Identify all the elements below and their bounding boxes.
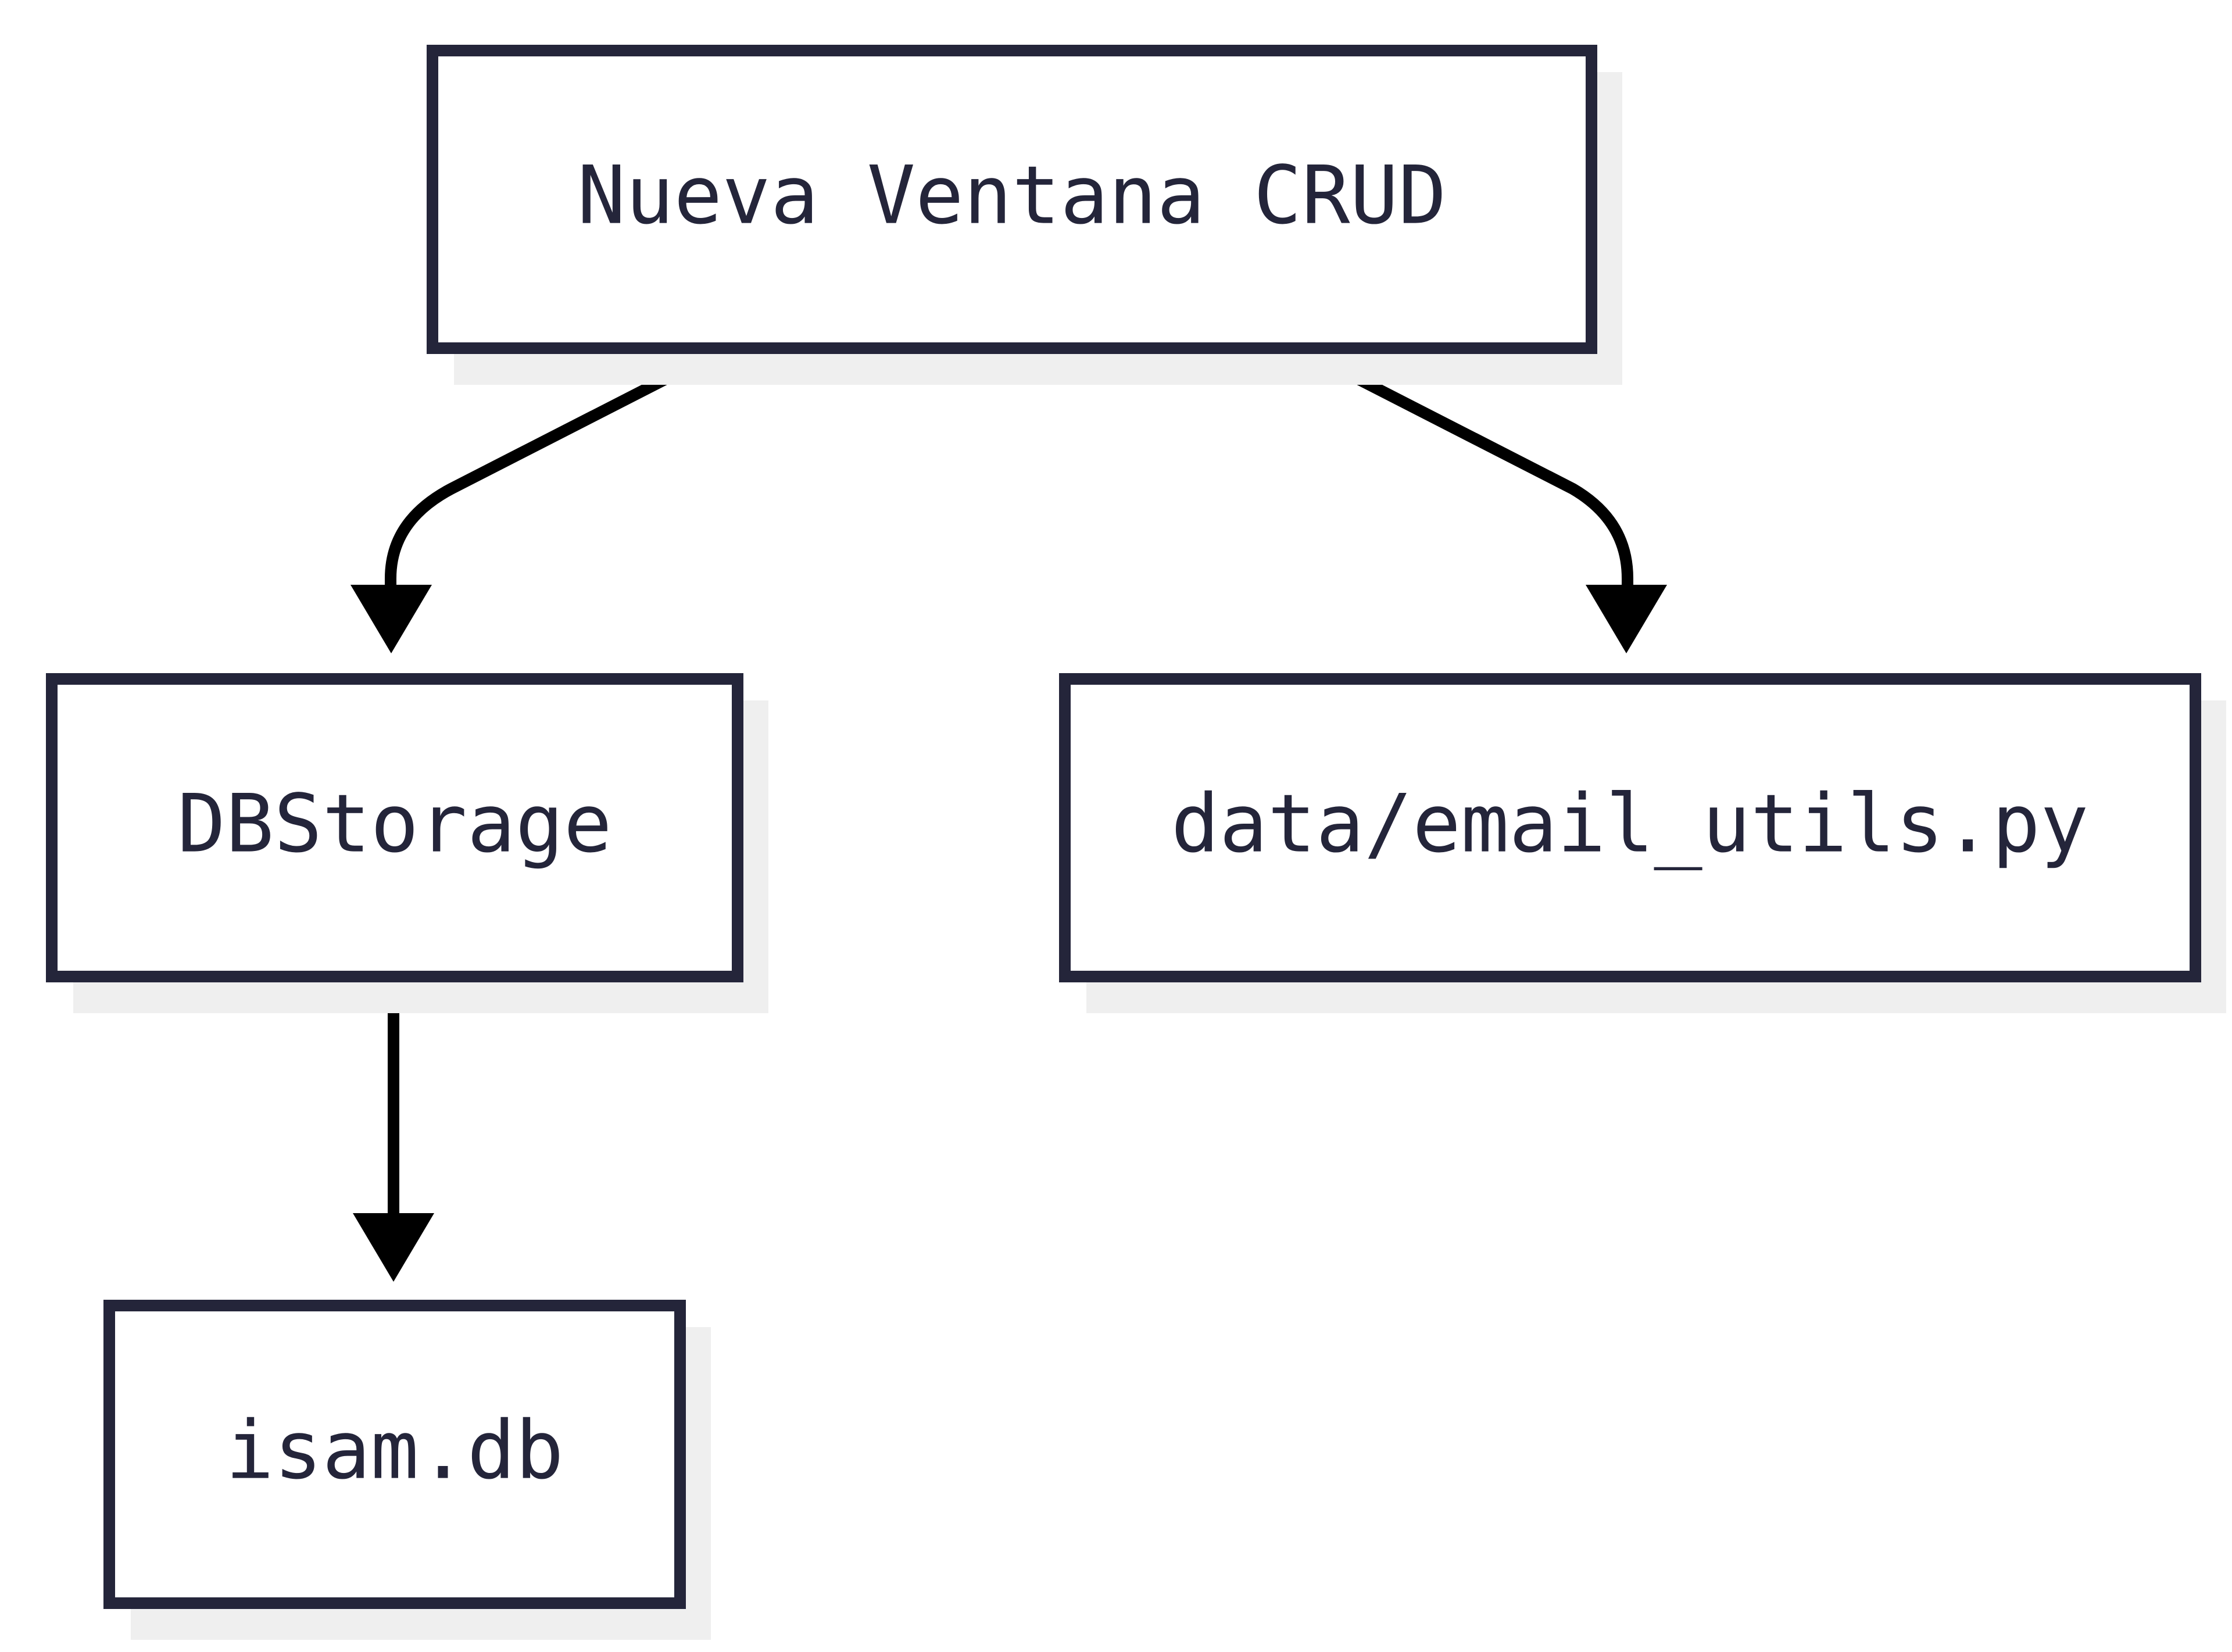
node-label-dbstorage: DBStorage (177, 777, 612, 871)
node-crud: Nueva Ventana CRUD (427, 45, 1622, 385)
node-box (427, 45, 1597, 354)
edge-dbstorage-to-isam (353, 983, 434, 1282)
node-label-isam: isam.db (226, 1404, 564, 1497)
arrowhead-down-icon (350, 585, 432, 653)
node-isam: isam.db (103, 1300, 711, 1640)
edge-crud-to-dbstorage (350, 345, 725, 653)
node-box (103, 1300, 686, 1609)
node-label-crud: Nueva Ventana CRUD (577, 149, 1447, 242)
arrowhead-down-icon (1586, 585, 1667, 653)
node-dbstorage: DBStorage (46, 673, 768, 1013)
edge-line (385, 345, 725, 587)
arrowhead-down-icon (353, 1213, 434, 1282)
node-label-email-utils: data/email_utils.py (1171, 777, 2089, 871)
node-box (1059, 673, 2201, 982)
edge-crud-to-email-utils (1299, 345, 1667, 653)
node-box (46, 673, 743, 982)
edge-line (1299, 345, 1633, 587)
node-email-utils: data/email_utils.py (1059, 673, 2226, 1013)
